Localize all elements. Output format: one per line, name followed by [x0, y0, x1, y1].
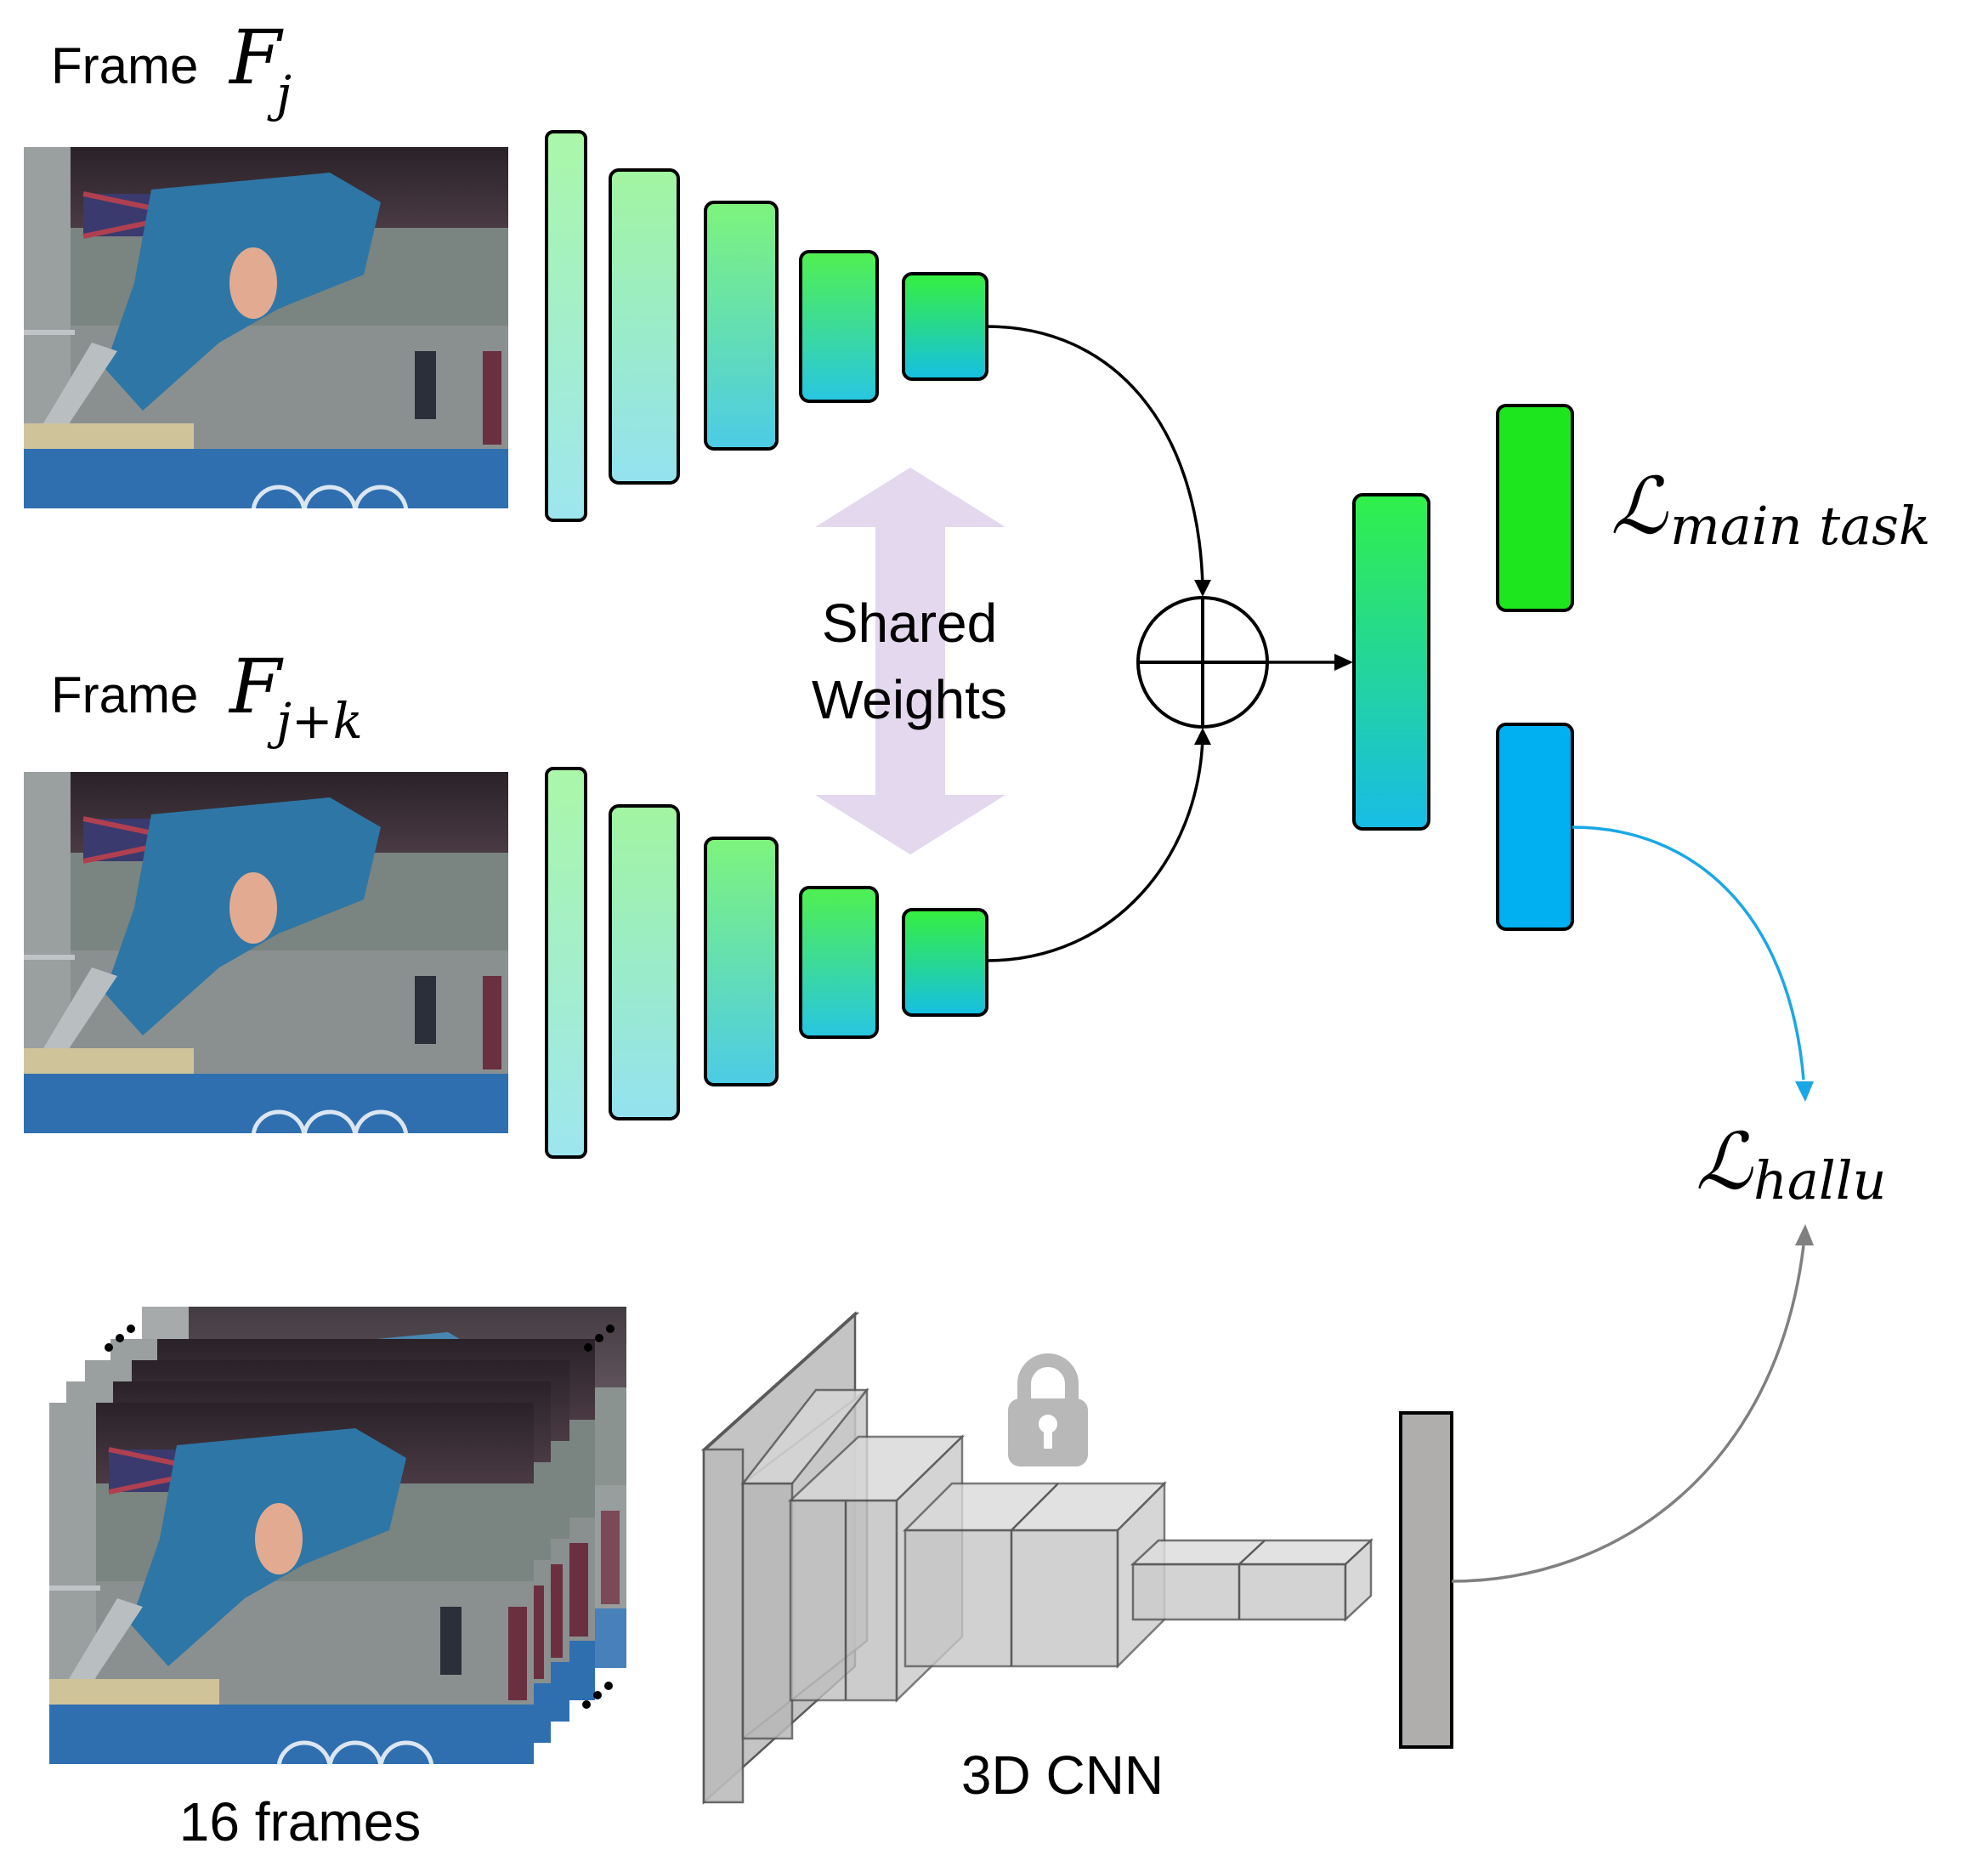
encoder-bottom: [545, 767, 988, 1159]
loss-hallu-symbol: ℒ: [1696, 1116, 1753, 1207]
hallu-head-to-loss-connector: [1572, 825, 1805, 1081]
hallucination-head: [1496, 723, 1574, 931]
loss-hallu-subscript: hallu: [1753, 1149, 1886, 1211]
encoder-top-layer-4: [799, 250, 879, 403]
shared-weights-line2: Weights: [812, 669, 1007, 730]
frame-top-image: [24, 147, 508, 538]
loss-main-subscript: main task: [1670, 495, 1931, 557]
lock-icon: [1008, 1353, 1088, 1466]
bottom-to-sum-arrowhead: [1194, 728, 1211, 745]
frame-bottom-prefix: Frame: [51, 667, 198, 723]
frame-bottom-symbol: F: [228, 643, 284, 730]
encoder-top-layer-2: [609, 168, 680, 485]
main-task-head: [1496, 404, 1574, 612]
shared-weights-arrow-shape: [815, 468, 1005, 854]
top-to-sum-arrowhead: [1194, 580, 1211, 597]
cnn3d-block: [700, 1311, 1374, 1805]
encoder-bottom-layer-3: [704, 837, 779, 1086]
encoder-top-layer-5: [902, 272, 988, 381]
encoder-bottom-layer-5: [902, 908, 988, 1017]
loss-main-symbol: ℒ: [1611, 461, 1668, 552]
encoder-top-layer-1: [545, 130, 587, 522]
cnn3d-to-loss-connector: [1451, 1245, 1805, 1583]
bottom-to-sum-connector: [986, 737, 1204, 962]
frames-stack: [49, 1307, 626, 1764]
encoder-top-layer-3: [704, 201, 779, 451]
encoder-bottom-layer-1: [545, 767, 587, 1159]
encoder-bottom-layer-2: [609, 804, 680, 1120]
encoder-top: [545, 130, 988, 522]
cnn3d-output-vector: [1399, 1411, 1453, 1749]
frame-bottom-subscript: j+k: [267, 692, 363, 750]
fusion-layer: [1352, 493, 1430, 831]
frame-bottom-image: [24, 772, 508, 1163]
frame-top-prefix: Frame: [51, 37, 198, 94]
circled-plus-icon: [1136, 596, 1269, 729]
frames-stack-label: 16 frames: [179, 1791, 422, 1852]
cnn3d-to-loss-arrowhead: [1795, 1224, 1814, 1245]
hallu-head-to-loss-arrowhead: [1795, 1081, 1814, 1102]
encoder-bottom-layer-4: [799, 886, 879, 1039]
shared-weights-line1: Shared: [822, 593, 997, 654]
frame-top-symbol: F: [228, 14, 284, 101]
top-to-sum-connector: [986, 325, 1204, 587]
cnn3d-label: 3D CNN: [961, 1744, 1164, 1806]
sum-to-fusion-arrowhead: [1334, 654, 1353, 671]
